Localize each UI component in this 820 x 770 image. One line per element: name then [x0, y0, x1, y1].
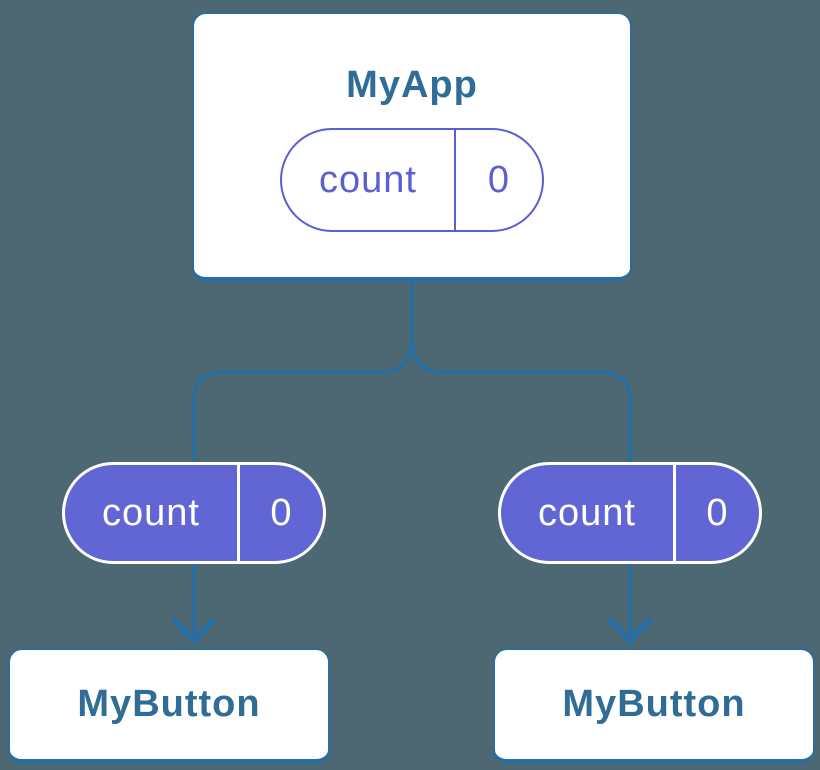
state-label: count: [319, 158, 417, 201]
pill-divider: [454, 130, 456, 230]
arrow-down-icon: [170, 616, 218, 645]
state-pill-myapp: count 0: [280, 128, 544, 232]
node-mybutton-right: MyButton: [493, 648, 815, 764]
node-title: MyButton: [562, 683, 746, 725]
prop-value: 0: [706, 491, 729, 534]
node-mybutton-left: MyButton: [8, 648, 330, 764]
connector-branch-left: [192, 282, 414, 634]
node-title: MyButton: [77, 683, 261, 725]
pill-divider: [673, 465, 676, 561]
connector-branch-right: [410, 282, 632, 634]
pill-divider: [237, 465, 240, 561]
state-value: 0: [487, 158, 511, 201]
node-title: MyApp: [346, 64, 478, 106]
prop-pill-right: count 0: [498, 462, 762, 564]
prop-pill-left: count 0: [62, 462, 326, 564]
prop-label: count: [538, 491, 636, 534]
prop-value: 0: [270, 491, 293, 534]
prop-label: count: [102, 491, 200, 534]
arrow-down-icon: [606, 616, 654, 645]
